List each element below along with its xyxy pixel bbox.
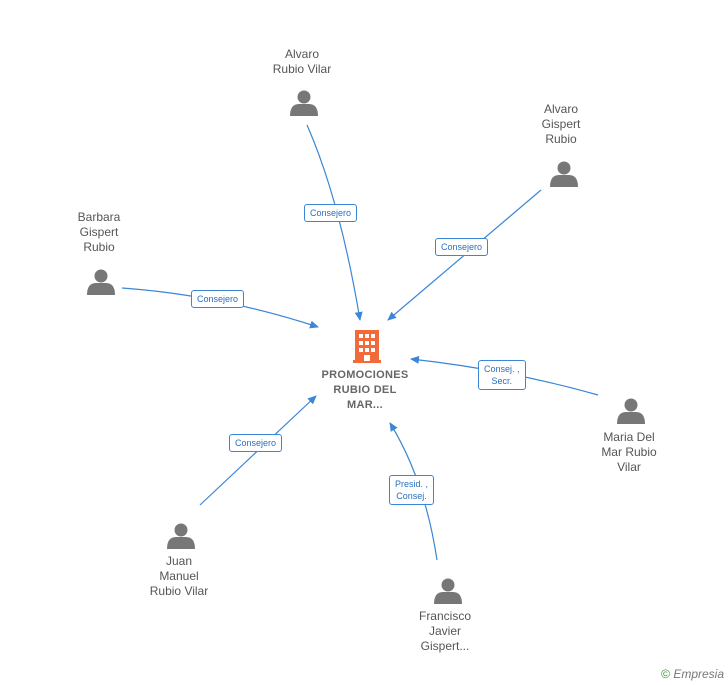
building-icon[interactable] [353,330,381,363]
company-name[interactable]: PROMOCIONES RUBIO DEL MAR... [321,369,409,411]
person-name-maria-del-mar[interactable]: Maria Del Mar Rubio Vilar [601,430,657,474]
person-name-alvaro-rubio-vilar[interactable]: Alvaro Rubio Vilar [272,47,332,76]
relation-label[interactable]: Presid. , Consej. [389,475,435,505]
relation-label[interactable]: Consej. , Secr. [478,360,526,390]
person-icon[interactable] [550,161,578,188]
person-icon[interactable] [167,523,195,550]
person-icon[interactable] [290,90,318,117]
relation-label[interactable]: Consejero [304,204,358,222]
person-icon[interactable] [434,578,462,605]
brand-logo[interactable]: Empresia [673,667,724,681]
edge-alvaro-rubio-vilar [306,124,363,321]
footer-credit: © Empresia [661,667,724,681]
person-name-alvaro-gispert-rubio[interactable]: Alvaro Gispert Rubio [541,102,581,146]
person-name-juan-manuel[interactable]: Juan Manuel Rubio Vilar [149,554,209,598]
relation-label[interactable]: Consejero [435,238,489,256]
relation-label[interactable]: Consejero [229,434,283,452]
person-icon[interactable] [87,269,115,296]
person-name-barbara-gispert-rubio[interactable]: Barbara Gispert Rubio [77,210,121,254]
person-name-francisco-javier[interactable]: Francisco Javier Gispert... [418,609,471,653]
person-icon[interactable] [617,398,645,425]
copyright-icon: © [661,667,670,681]
relation-label[interactable]: Consejero [191,290,245,308]
